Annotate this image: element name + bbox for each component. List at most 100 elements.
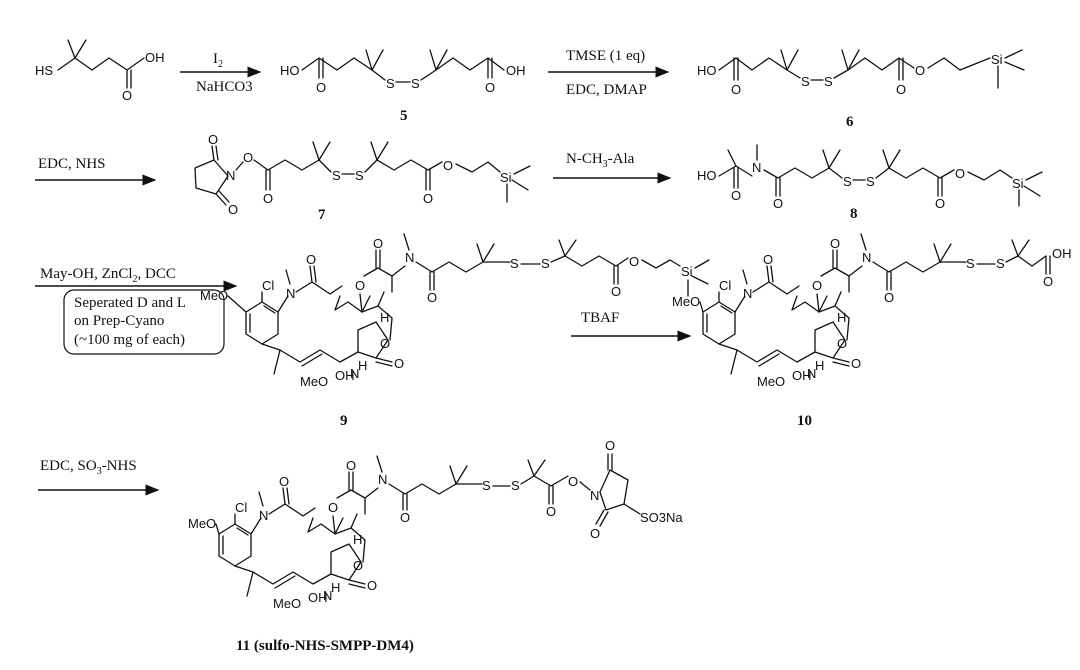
reaction-arrow-2: TMSE (1 eq) EDC, DMAP — [548, 48, 670, 98]
svg-text:O: O — [443, 158, 453, 173]
svg-text:Cl: Cl — [719, 278, 731, 293]
separation-note-line-1: Seperated D and L — [74, 295, 186, 311]
svg-text:N: N — [807, 366, 816, 381]
svg-text:O: O — [316, 80, 326, 95]
reagent-edc-dmap: EDC, DMAP — [566, 82, 647, 98]
svg-text:Si: Si — [1012, 176, 1024, 191]
reaction-arrow-4: N-CH3-Ala — [553, 151, 672, 184]
svg-text:H: H — [358, 358, 367, 373]
svg-text:O: O — [763, 252, 773, 267]
reagent-may-oh: May-OH, ZnCl2, DCC — [40, 266, 176, 285]
compound-label-10: 10 — [797, 413, 812, 429]
compound-10-structure: N O S S O OH O O H O O H — [672, 233, 1072, 389]
separation-note-line-2: on Prep-Cyano — [74, 313, 164, 329]
svg-text:O: O — [812, 278, 822, 293]
reagent-i2: I2 — [213, 51, 223, 70]
svg-text:MeO: MeO — [273, 596, 301, 611]
svg-text:O: O — [355, 278, 365, 293]
compound-label-5: 5 — [400, 108, 408, 124]
svg-text:N: N — [286, 286, 295, 301]
svg-text:N: N — [350, 366, 359, 381]
svg-text:S: S — [801, 74, 810, 89]
svg-text:H: H — [331, 580, 340, 595]
compound-9-structure: N O S S O O Si O O — [200, 233, 710, 389]
svg-text:S: S — [511, 478, 520, 493]
reagent-edc-so3-nhs: EDC, SO3-NHS — [40, 458, 137, 477]
svg-text:O: O — [243, 150, 253, 165]
svg-text:OH: OH — [1052, 246, 1072, 261]
compound-label-8: 8 — [850, 206, 858, 222]
svg-text:Si: Si — [681, 264, 693, 279]
compound-6-structure: HO O S S O O Si — [697, 49, 1025, 97]
svg-text:N: N — [259, 508, 268, 523]
svg-text:O: O — [915, 63, 925, 78]
compound-label-7: 7 — [318, 207, 326, 223]
svg-text:O: O — [279, 474, 289, 489]
reagent-tbaf: TBAF — [581, 310, 619, 326]
svg-text:S: S — [411, 76, 420, 91]
svg-text:N: N — [378, 472, 387, 487]
svg-text:HO: HO — [697, 63, 717, 78]
svg-text:S: S — [510, 256, 519, 271]
svg-text:O: O — [228, 202, 238, 217]
atom-label-oh: OH — [145, 50, 165, 65]
svg-text:H: H — [353, 532, 362, 547]
svg-text:MeO: MeO — [672, 294, 700, 309]
svg-text:N: N — [226, 168, 235, 183]
svg-text:N: N — [743, 286, 752, 301]
separation-note-line-3: (~100 mg of each) — [74, 332, 185, 348]
svg-text:O: O — [837, 336, 847, 351]
svg-text:N: N — [323, 588, 332, 603]
compound-11-structure: N O S S O O N O O SO3Na O — [188, 438, 683, 611]
svg-text:O: O — [605, 438, 615, 453]
svg-text:O: O — [773, 196, 783, 211]
svg-text:O: O — [568, 474, 578, 489]
svg-text:S: S — [866, 174, 875, 189]
svg-text:MeO: MeO — [757, 374, 785, 389]
svg-text:O: O — [896, 82, 906, 97]
starting-thiol-structure: HS O OH — [35, 39, 165, 103]
svg-text:S: S — [541, 256, 550, 271]
svg-text:O: O — [380, 336, 390, 351]
svg-text:SO3Na: SO3Na — [640, 510, 683, 525]
svg-text:H: H — [815, 358, 824, 373]
svg-text:Si: Si — [500, 170, 512, 185]
reaction-arrow-5: May-OH, ZnCl2, DCC Seperated D and L on … — [35, 266, 238, 355]
svg-text:S: S — [843, 174, 852, 189]
svg-text:S: S — [996, 256, 1005, 271]
atom-label-hs: HS — [35, 63, 53, 78]
reagent-edc-nhs: EDC, NHS — [38, 156, 106, 172]
svg-text:N: N — [405, 250, 414, 265]
svg-text:OH: OH — [335, 368, 355, 383]
compound-label-9: 9 — [340, 413, 348, 429]
svg-text:O: O — [346, 458, 356, 473]
svg-text:O: O — [373, 236, 383, 251]
svg-text:O: O — [263, 191, 273, 206]
svg-text:O: O — [427, 290, 437, 305]
compound-5-structure: HO O S S O OH — [280, 49, 526, 95]
compound-8-structure: HO O N O S S O O Si — [697, 144, 1043, 211]
svg-text:S: S — [332, 168, 341, 183]
svg-text:N: N — [862, 250, 871, 265]
reagent-nahco3: NaHCO3 — [196, 79, 253, 95]
svg-text:O: O — [955, 166, 965, 181]
svg-text:HO: HO — [280, 63, 300, 78]
svg-text:S: S — [355, 168, 364, 183]
svg-text:O: O — [851, 356, 861, 371]
svg-text:N: N — [590, 488, 599, 503]
svg-text:Si: Si — [991, 52, 1003, 67]
svg-text:HO: HO — [697, 168, 717, 183]
svg-text:O: O — [546, 504, 556, 519]
svg-text:Cl: Cl — [235, 500, 247, 515]
reagent-n-methyl-ala: N-CH3-Ala — [566, 151, 635, 170]
svg-text:S: S — [824, 74, 833, 89]
svg-text:O: O — [485, 80, 495, 95]
reaction-arrow-1: I2 NaHCO3 — [180, 51, 262, 95]
svg-text:O: O — [935, 196, 945, 211]
reaction-arrow-3: EDC, NHS — [35, 156, 157, 186]
svg-text:O: O — [611, 284, 621, 299]
svg-text:O: O — [884, 290, 894, 305]
svg-text:MeO: MeO — [300, 374, 328, 389]
svg-text:O: O — [328, 500, 338, 515]
